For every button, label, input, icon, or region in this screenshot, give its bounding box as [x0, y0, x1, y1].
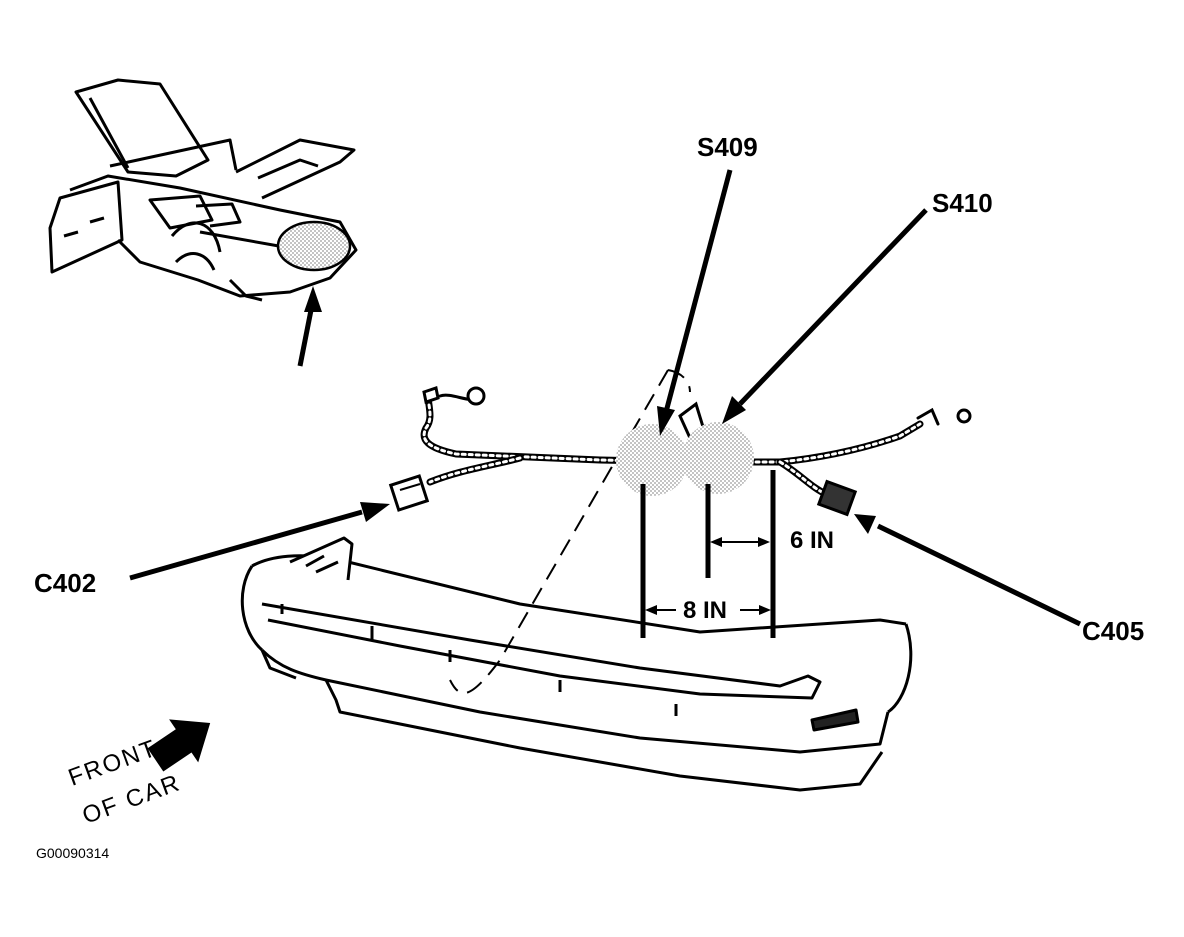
s410-splice-highlight [682, 422, 754, 494]
figure-id: G00090314 [36, 845, 109, 861]
wiring-harness [420, 386, 972, 498]
s410-arrowhead [722, 396, 746, 424]
vehicle-locator-inset [48, 78, 358, 302]
dimension-lines [640, 470, 776, 638]
label-s410: S410 [932, 188, 993, 218]
s409-arrowhead [657, 406, 675, 436]
leader-arrows [129, 169, 1082, 627]
front-of-car-arrow-icon [147, 719, 211, 772]
rear-bumper-fascia [240, 536, 913, 792]
label-s409: S409 [697, 132, 758, 162]
dimension-6in-arrows [710, 537, 770, 547]
dimension-label-8in: 8 IN [683, 597, 727, 624]
dimension-label-6in: 6 IN [790, 527, 834, 554]
c405-connector [816, 479, 858, 517]
label-c402: C402 [34, 568, 96, 598]
inset-pointer-arrow [297, 286, 322, 367]
c405-arrowhead [854, 514, 876, 534]
c402-connector [388, 474, 430, 512]
s409-splice-highlight [616, 424, 688, 496]
c402-arrowhead [360, 502, 390, 522]
dimension-8in-arrows [645, 605, 771, 615]
label-c405: C405 [1082, 616, 1144, 646]
harness-routing-dashed-line [449, 369, 691, 695]
inset-location-highlight [276, 220, 352, 272]
